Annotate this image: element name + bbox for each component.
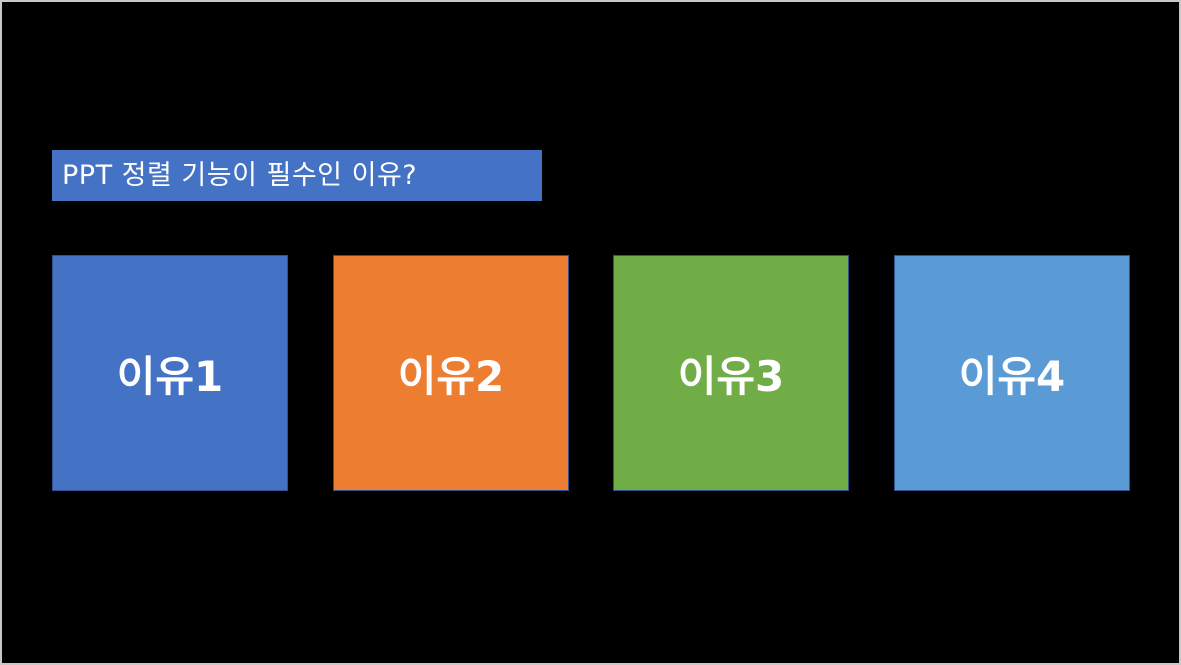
reason-box-4[interactable]: 이유4 <box>894 255 1130 491</box>
reason-label: 이유4 <box>958 351 1066 401</box>
slide-title-text: PPT 정렬 기능이 필수인 이유? <box>62 160 418 191</box>
slide-title-textbox[interactable]: PPT 정렬 기능이 필수인 이유? <box>52 150 542 201</box>
reason-box-1[interactable]: 이유1 <box>52 255 288 491</box>
reason-label: 이유2 <box>397 351 505 401</box>
reason-label: 이유1 <box>116 351 224 401</box>
reason-box-3[interactable]: 이유3 <box>613 255 849 491</box>
reason-box-2[interactable]: 이유2 <box>333 255 569 491</box>
reason-label: 이유3 <box>677 351 785 401</box>
